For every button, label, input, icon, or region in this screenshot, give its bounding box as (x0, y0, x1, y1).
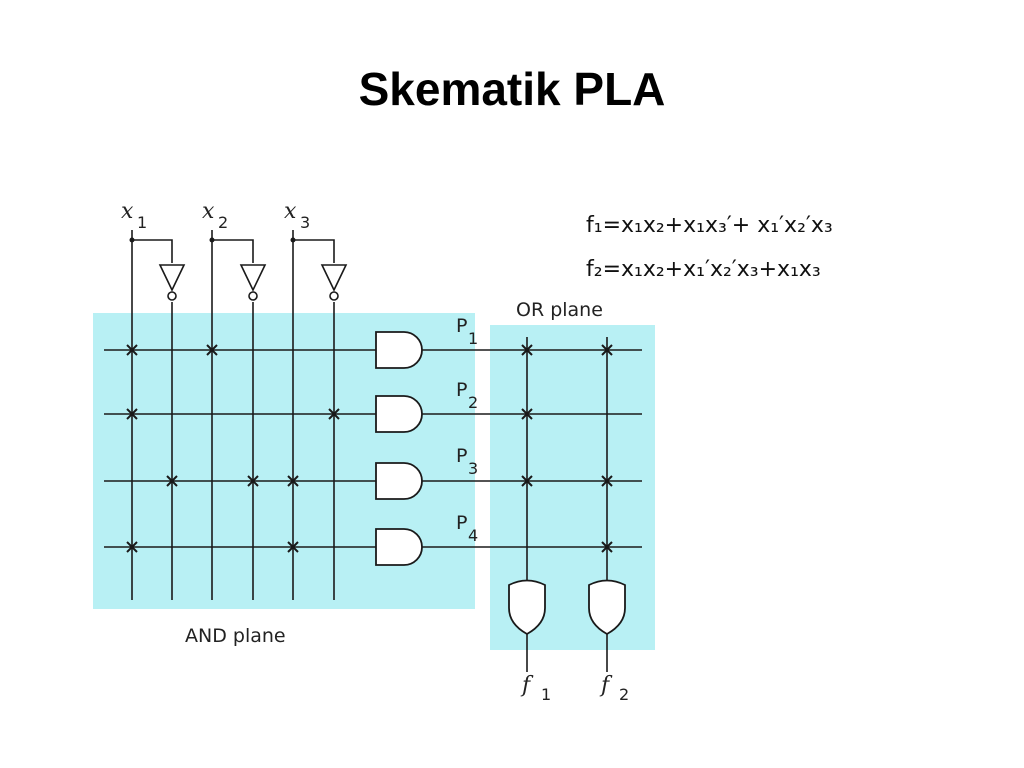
connection-mark (166, 475, 178, 487)
inverter-x1 (158, 264, 186, 292)
connection-mark (521, 344, 533, 356)
connection-mark (601, 344, 613, 356)
product-subscript-p2: 2 (468, 393, 478, 412)
or-gate-f1 (508, 579, 546, 636)
product-label-p3: P (456, 445, 467, 467)
equation-f1: f₁=x₁x₂+x₁x₃′+ x₁′x₂′x₃ (586, 213, 833, 238)
input-subscript-x2: 2 (218, 213, 228, 232)
connection-mark (521, 475, 533, 487)
input-label-x2: x (202, 199, 215, 224)
input-label-x3: x (284, 199, 297, 224)
and-gate-p1 (375, 331, 423, 369)
product-label-p2: P (456, 379, 467, 401)
connection-mark (601, 475, 613, 487)
input-subscript-x1: 1 (137, 213, 147, 232)
product-subscript-p4: 4 (468, 526, 478, 545)
inverter-bubble-x1 (167, 291, 177, 301)
connection-mark (206, 344, 218, 356)
junction-dot (290, 237, 296, 243)
and-plane-label: AND plane (185, 625, 286, 647)
junction-dot (129, 237, 135, 243)
product-label-p1: P (456, 315, 467, 337)
connection-mark (328, 408, 340, 420)
inverter-x2 (239, 264, 267, 292)
connection-mark (126, 344, 138, 356)
connection-mark (126, 541, 138, 553)
input-subscript-x3: 3 (300, 213, 310, 232)
inverter-x3 (320, 264, 348, 292)
output-label-f1: f (520, 673, 534, 698)
or-gate-f2 (588, 579, 626, 636)
connection-mark (247, 475, 259, 487)
inverter-bubble-x2 (248, 291, 258, 301)
connection-mark (521, 408, 533, 420)
and-gate-p3 (375, 462, 423, 500)
connection-mark (287, 541, 299, 553)
junction-dot (209, 237, 215, 243)
connection-mark (126, 408, 138, 420)
inverter-branch-x2 (212, 239, 254, 263)
input-label-x1: x (121, 199, 134, 224)
and-gate-p2 (375, 395, 423, 433)
connection-mark (601, 541, 613, 553)
inverter-bubble-x3 (329, 291, 339, 301)
equation-f2: f₂=x₁x₂+x₁′x₂′x₃+x₁x₃ (586, 257, 821, 282)
inverter-branch-x1 (132, 239, 173, 263)
output-subscript-f1: 1 (541, 685, 551, 704)
inverter-branch-x3 (293, 239, 335, 263)
input-lines (131, 230, 335, 600)
product-subscript-p3: 3 (468, 459, 478, 478)
output-label-f2: f (599, 673, 613, 698)
connection-mark (287, 475, 299, 487)
page-title: Skematik PLA (358, 63, 666, 115)
product-subscript-p1: 1 (468, 329, 478, 348)
and-gate-p4 (375, 528, 423, 566)
output-subscript-f2: 2 (619, 685, 629, 704)
product-label-p4: P (456, 512, 467, 534)
or-plane-label: OR plane (516, 299, 603, 321)
